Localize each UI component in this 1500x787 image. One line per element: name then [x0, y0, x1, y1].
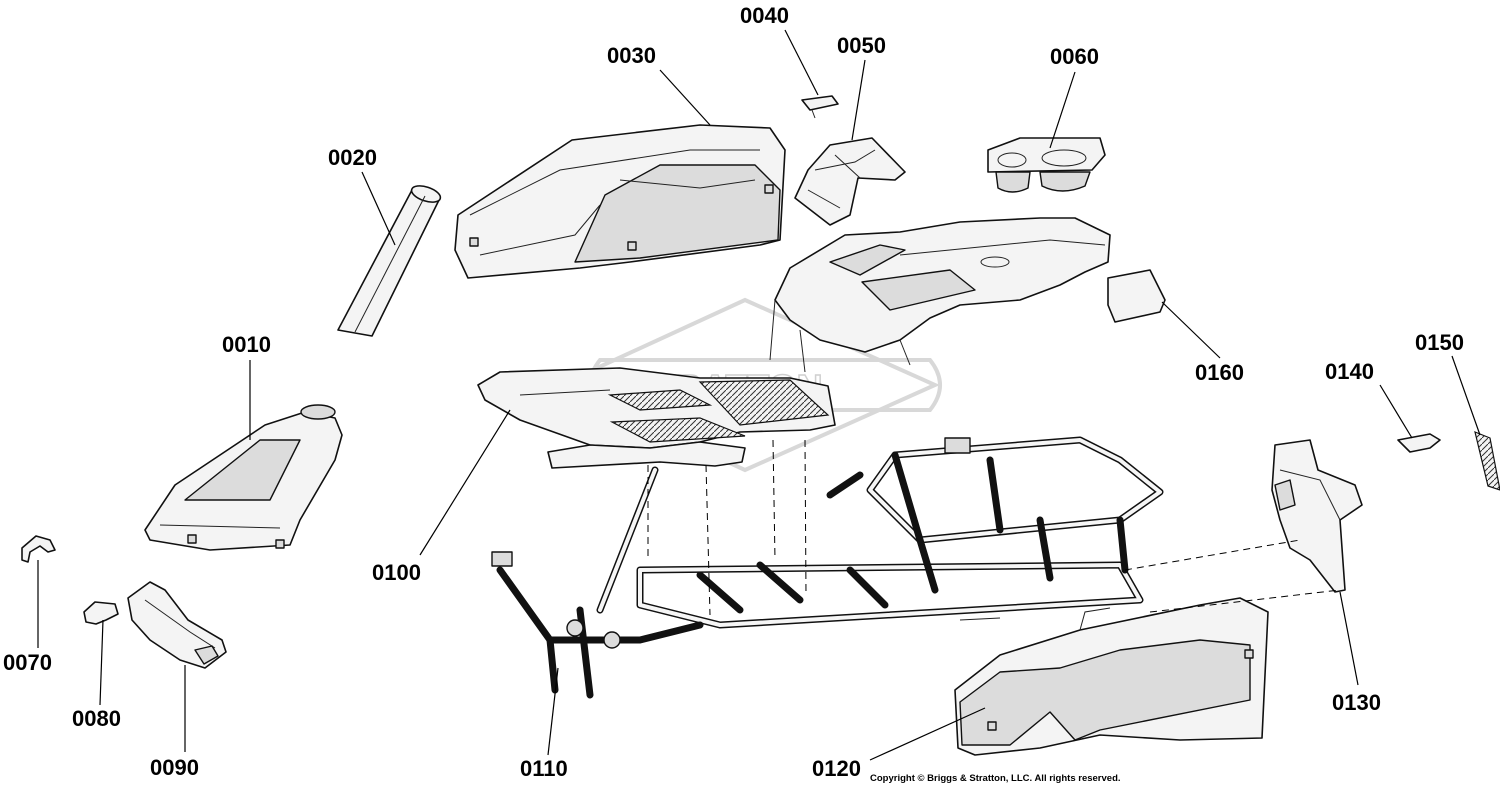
part-0160-console: [769, 217, 1166, 373]
part-0130-bracket: [1271, 439, 1363, 593]
part-0120-fender: [954, 597, 1269, 756]
callout-0150: 0150: [1415, 330, 1464, 355]
callout-0140: 0140: [1325, 359, 1374, 384]
part-0100-floor-pan: [477, 367, 836, 469]
leader-lines: [37, 29, 1481, 761]
callout-labels: 0010 0020 0030 0040 0050 0060 0070 0080 …: [3, 3, 1464, 781]
alignment-lines: [647, 439, 1341, 616]
callout-0120: 0120: [812, 756, 861, 781]
part-0030-panel: [454, 124, 786, 279]
part-0040-clip: [801, 95, 839, 119]
part-0110-frame: [491, 436, 1164, 699]
callout-0010: 0010: [222, 332, 271, 357]
callout-0090: 0090: [150, 755, 199, 780]
part-0140-clip: [1397, 433, 1441, 453]
callout-0080: 0080: [72, 706, 121, 731]
callout-0020: 0020: [328, 145, 377, 170]
callout-0070: 0070: [3, 650, 52, 675]
part-0060-cup-holder: [987, 137, 1106, 193]
part-0090-guard: [127, 581, 227, 669]
copyright-text: Copyright © Briggs & Stratton, LLC. All …: [870, 773, 1121, 784]
part-0050-bracket: [794, 137, 906, 226]
part-0150-grille: [1474, 431, 1500, 491]
callout-0040: 0040: [740, 3, 789, 28]
part-0080-clip: [83, 601, 119, 625]
callout-0160: 0160: [1195, 360, 1244, 385]
callout-0110: 0110: [520, 756, 568, 781]
callout-0050: 0050: [837, 33, 886, 58]
callout-0030: 0030: [607, 43, 656, 68]
part-0010-side-panel: [144, 404, 343, 551]
callout-0130: 0130: [1332, 690, 1381, 715]
part-0070-clip: [21, 535, 56, 563]
part-0020-tube: [337, 185, 442, 337]
callout-0100: 0100: [372, 560, 421, 585]
callout-0060: 0060: [1050, 44, 1099, 69]
